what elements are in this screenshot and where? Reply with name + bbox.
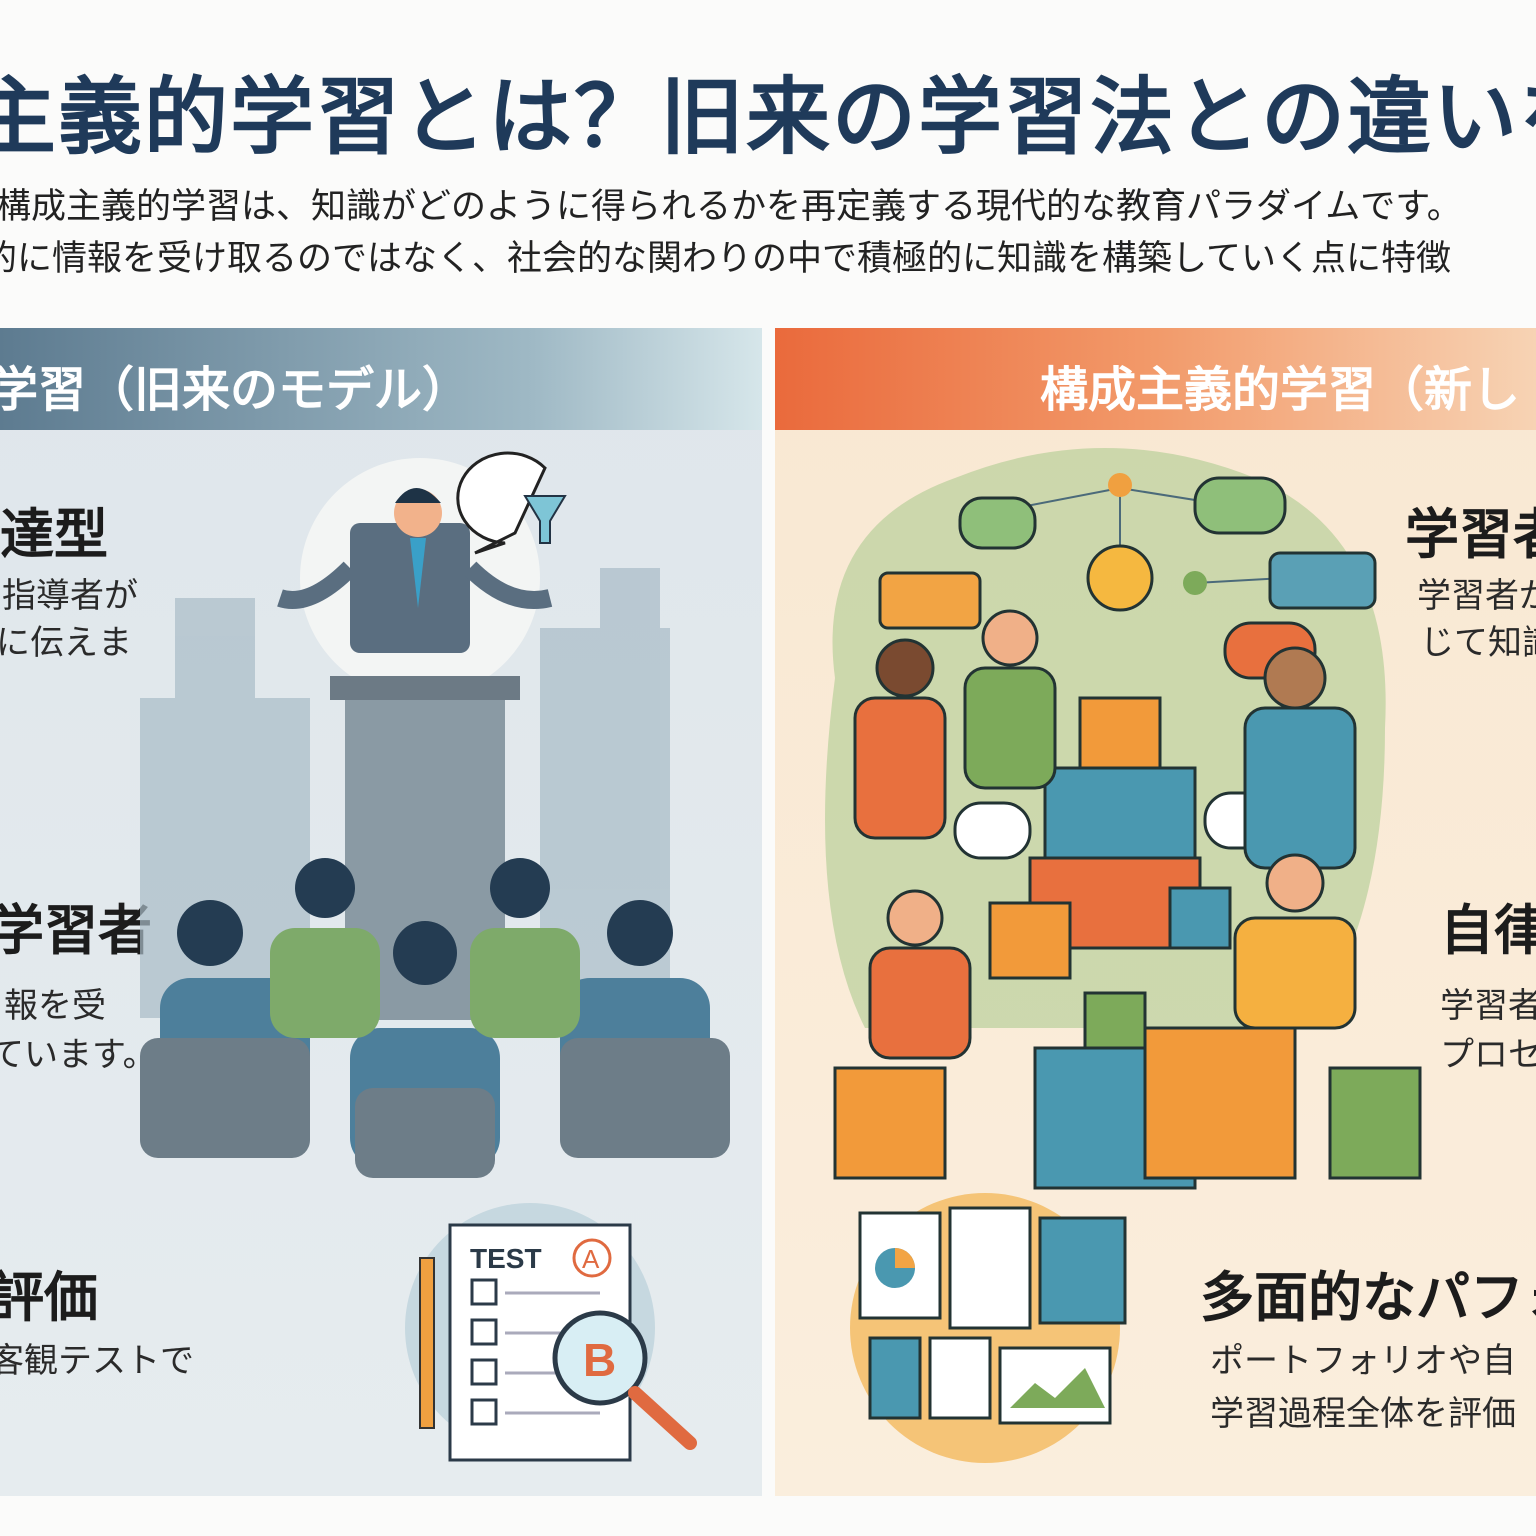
item-text: 指導者が — [2, 576, 138, 616]
item-text: 報を受 — [4, 986, 106, 1026]
item-text: ポートフォリオや自 — [1210, 1341, 1516, 1381]
lecture-illustration: TEST A B — [140, 451, 730, 1462]
item-text: 客観テストで — [0, 1341, 194, 1381]
constructivist-panel: 構成主義的学習（新し 学習者 学習者が じて知識 自律 学習者 プロセ 多面的な… — [775, 328, 1536, 1496]
item-heading: 達型 — [0, 503, 108, 566]
item-heading: 自律 — [1440, 899, 1536, 962]
people — [853, 609, 1357, 1060]
constructivist-header-title: 構成主義的学習（新し — [1040, 362, 1521, 418]
item-text: に伝えま — [0, 623, 132, 663]
item-text: ています。 — [0, 1035, 157, 1075]
item-text: プロセ — [1440, 1035, 1536, 1075]
item-heading: 学習者 — [0, 899, 152, 962]
test-label: TEST — [470, 1243, 542, 1274]
portfolio-illustration — [850, 1193, 1127, 1463]
item-text: 学習過程全体を評価 — [1210, 1394, 1516, 1434]
item-text: 学習者が — [1417, 576, 1536, 616]
traditional-header-title: 学習（旧来のモデル） — [0, 362, 471, 418]
grade-b: B — [583, 1334, 616, 1386]
item-text: じて知識 — [1420, 623, 1536, 663]
item-heading: 多面的なパフォ — [1200, 1266, 1536, 1329]
intro-line-1: 構成主義的学習は、知識がどのように得られるかを再定義する現代的な教育パラダイムで… — [0, 187, 1462, 227]
traditional-header: 学習（旧来のモデル） — [0, 328, 762, 430]
page-title: 主義的学習とは？旧来の学習法との違いを — [0, 68, 1536, 166]
item-heading: 学習者 — [1405, 503, 1536, 566]
students — [140, 858, 730, 1178]
traditional-model-panel: 学習（旧来のモデル） 達型 指導者が に伝えま 学習者 報を受 ています。 評価… — [0, 328, 762, 1496]
intro-line-2: 的に情報を受け取るのではなく、社会的な関わりの中で積極的に知識を構築していく点に… — [0, 239, 1451, 279]
collaboration-illustration — [825, 448, 1422, 1463]
grade-a: A — [582, 1244, 600, 1274]
test-illustration: TEST A B — [405, 1203, 697, 1462]
constructivist-header: 構成主義的学習（新し — [775, 328, 1536, 430]
item-text: 学習者 — [1440, 986, 1536, 1026]
item-heading: 評価 — [0, 1266, 98, 1329]
